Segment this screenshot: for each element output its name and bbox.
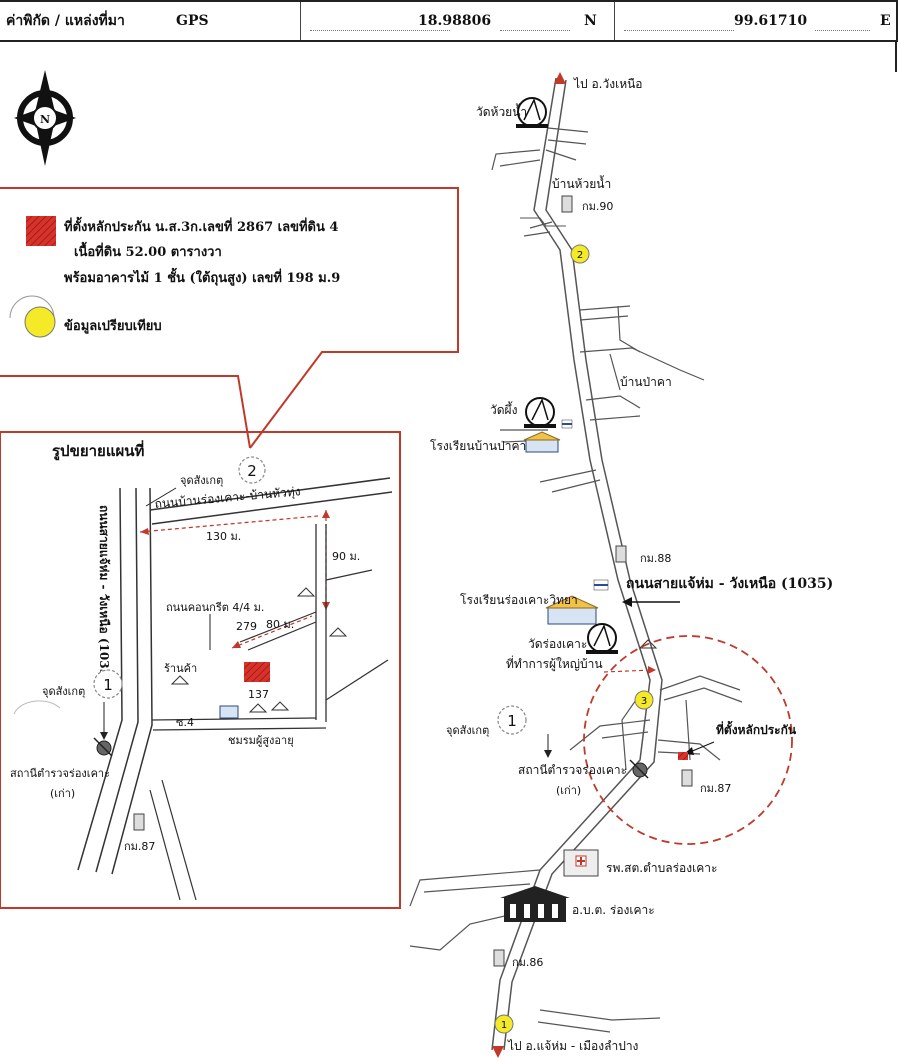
elder-club-building-icon	[219, 705, 239, 719]
side-roads	[409, 127, 743, 1033]
inset-number-279: 279	[236, 620, 257, 633]
main-road-name: ถนนสายแจ้ห่ม - วังเหนือ (1035)	[626, 576, 833, 592]
comparison-point-1-icon	[494, 1014, 514, 1034]
wat-rongkho-temple-icon	[586, 623, 618, 654]
inset-obs-1-number: 1	[103, 676, 113, 694]
school-rongkho-label: โรงเรียนร่องเคาะวิทยา	[460, 593, 578, 607]
longitude-value: 99.61710	[734, 13, 808, 29]
wat-rongkho-label: วัดร่องเคาะ	[528, 637, 587, 651]
inset-elder-club: ชมรมผู้สูงอายุ	[228, 734, 294, 747]
sao-label: อ.บ.ต. ร่องเคาะ	[572, 903, 655, 917]
to-wangnuea-label: ไป อ.วังเหนือ	[573, 77, 643, 91]
hospital-label: รพ.สต.ตำบลร่องเคาะ	[606, 861, 717, 875]
coordinates-header: ค่าพิกัด / แหล่งที่มา GPS 18.98806 N 99.…	[0, 0, 898, 42]
km86-post-icon	[493, 949, 505, 967]
coordinates-label: ค่าพิกัด / แหล่งที่มา	[6, 13, 125, 29]
police-station-label: สถานีตำรวจร่องเคาะ	[518, 763, 627, 777]
collateral-legend-swatch	[26, 216, 56, 246]
comparison-point-3-number: 3	[641, 696, 647, 707]
hospital-icon	[563, 849, 599, 877]
inset-soi-4: ซ.4	[176, 716, 194, 729]
collateral-area-circle	[583, 635, 793, 845]
legend-callout-border	[0, 187, 459, 449]
inset-police-icon	[93, 737, 113, 757]
thai-flag-icon-2	[593, 579, 609, 591]
wat-phueng-temple-icon	[524, 397, 556, 428]
legend-line-3: พร้อมอาคารไม้ 1 ชั้น (ใต้ถุนสูง) เลขที่ …	[64, 267, 340, 286]
school-pakha-label: โรงเรียนบ้านป่าคา	[430, 439, 526, 453]
inset-main-road-label: ถนนสายแจ้ห่ม - วังเหนือ (1035)	[97, 505, 111, 683]
comparison-point-2-number: 2	[577, 250, 583, 261]
inset-title: รูปขยายแผนที่	[52, 440, 145, 461]
inset-number-137: 137	[248, 688, 269, 701]
thai-flag-icon	[561, 419, 573, 429]
inset-police-station: สถานีตำรวจร่องเคาะ	[10, 767, 110, 780]
inset-map-frame	[0, 431, 401, 909]
longitude-direction: E	[880, 13, 891, 29]
police-station-icon	[629, 759, 649, 779]
house-icons	[170, 587, 348, 713]
inset-obs-1-label: จุดสังเกตุ	[42, 685, 85, 698]
ban-pakha-label: บ้านป่าคา	[620, 375, 672, 389]
legend-comparison: ข้อมูลเปรียบเทียบ	[64, 318, 162, 334]
inset-police-old: (เก่า)	[50, 787, 75, 800]
km90-label: กม.90	[582, 200, 613, 213]
latitude-value: 18.98806	[418, 13, 492, 29]
wat-huainam-label: วัดห้วยน้ำ	[476, 103, 527, 119]
km87-post-icon	[681, 769, 693, 787]
legend-line-1: ที่ตั้งหลักประกัน น.ส.3ก.เลขที่ 2867 เลข…	[64, 216, 338, 235]
collateral-parcel-icon	[678, 752, 688, 760]
to-chaehom-label: ไป อ.แจ้ห่ม - เมืองลำปาง	[507, 1039, 638, 1053]
inset-distance-130: 130 ม.	[206, 530, 241, 543]
legend-line-2: เนื้อที่ดิน 52.00 ตารางวา	[74, 241, 222, 260]
comparison-point-icon	[9, 295, 56, 338]
north-label: N	[40, 113, 50, 126]
ban-huainam-label: บ้านห้วยน้ำ	[552, 175, 611, 191]
collateral-location-label: ที่ตั้งหลักประกัน	[716, 720, 797, 737]
km86-label: กม.86	[512, 956, 543, 969]
wat-phueng-label: วัดผึ้ง	[490, 401, 517, 417]
school-pakha-building-icon	[523, 431, 561, 453]
km90-post-icon	[561, 195, 573, 213]
inset-obs-2-number: 2	[247, 462, 257, 480]
coordinates-source: GPS	[176, 13, 209, 29]
sao-building-icon	[500, 886, 570, 922]
wat-huainam-temple-icon	[516, 97, 548, 128]
inset-concrete-road-label: ถนนคอนกรีต 4/4 ม.	[166, 601, 264, 614]
inset-km87: กม.87	[124, 840, 155, 853]
inset-km87-post-icon	[133, 813, 145, 831]
comparison-point-3-icon	[634, 690, 654, 710]
school-rongkho-building-icon	[545, 595, 599, 625]
inset-distance-80: 80 ม.	[266, 618, 294, 631]
km88-post-icon	[615, 545, 627, 563]
inset-distance-90: 90 ม.	[332, 550, 360, 563]
comparison-point-1-number: 1	[501, 1020, 507, 1031]
inset-shop-label: ร้านค้า	[164, 662, 197, 675]
latitude-direction: N	[584, 13, 597, 29]
km88-label: กม.88	[640, 552, 671, 565]
north-arrow-icon: N	[14, 70, 76, 166]
comparison-point-2-icon	[570, 244, 590, 264]
obs-1-label: จุดสังเกตุ	[446, 724, 489, 737]
inset-collateral-parcel	[244, 662, 270, 682]
km87-label: กม.87	[700, 782, 731, 795]
obs-1-number: 1	[507, 712, 517, 730]
police-old-label: (เก่า)	[556, 784, 581, 797]
headman-office-label: ที่ทำการผู้ใหญ่บ้าน	[506, 655, 603, 672]
inset-obs-2-label: จุดสังเกตุ	[180, 474, 223, 487]
